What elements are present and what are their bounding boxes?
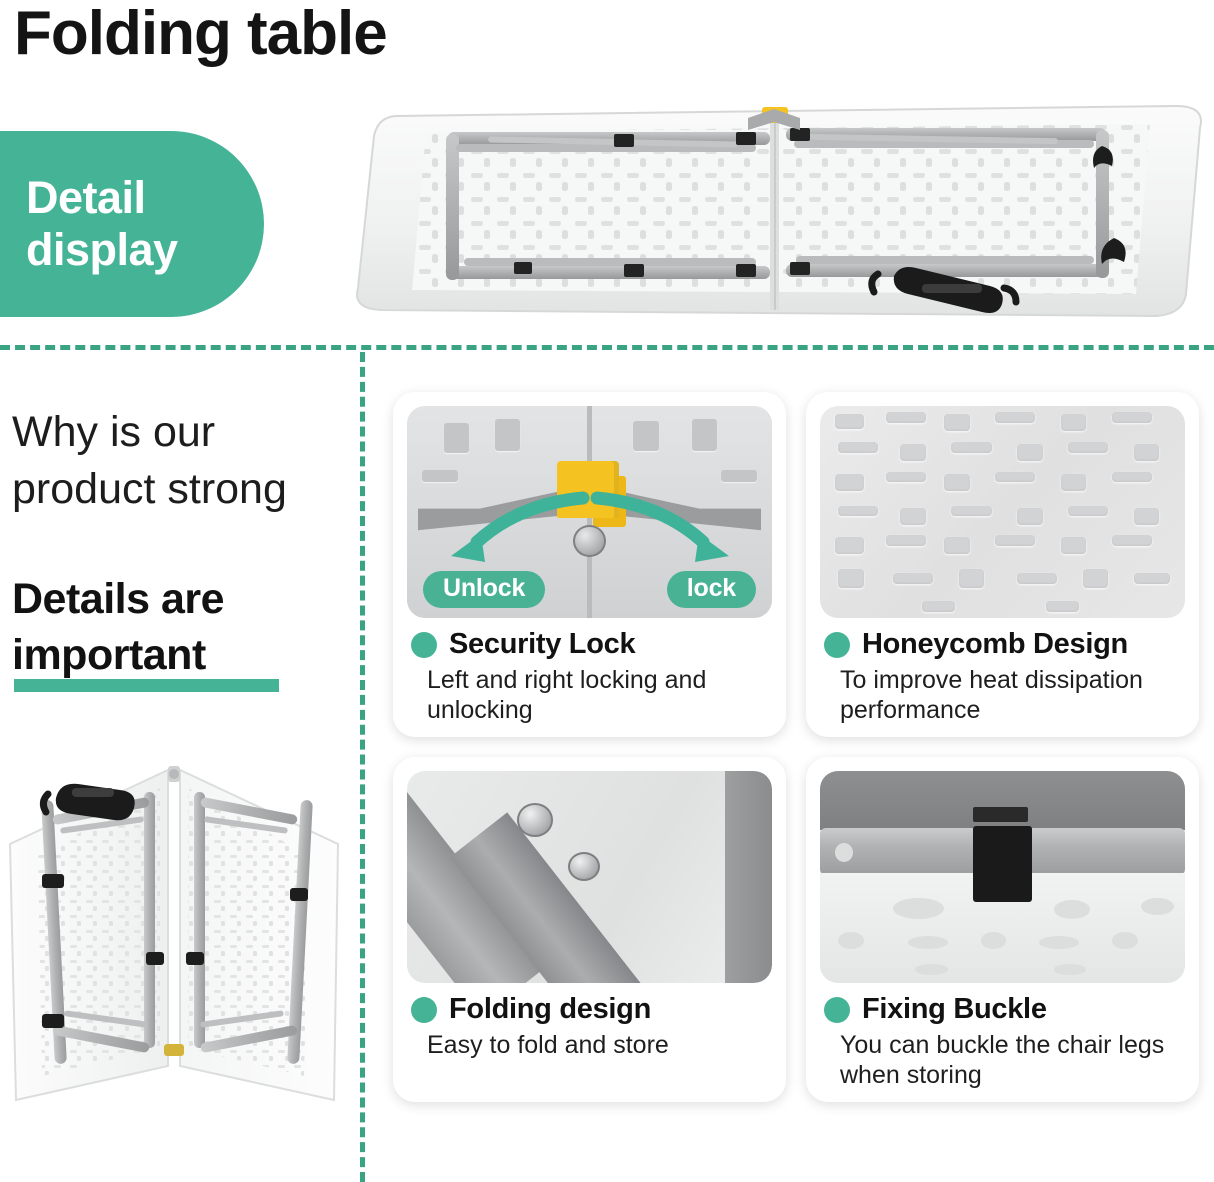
table-edge (724, 771, 772, 983)
feature-card-security-lock[interactable]: Unlock lock Security Lock Left and right… (393, 392, 786, 737)
card-description: Easy to fold and store (427, 1031, 669, 1059)
folded-table-illustration (8, 766, 340, 1102)
pill-lock: lock (666, 571, 756, 608)
lock-pivot-screw (573, 524, 606, 557)
divider-horizontal (0, 345, 1214, 350)
feature-card-fixing-buckle[interactable]: Fixing Buckle You can buckle the chair l… (806, 757, 1199, 1102)
details-important-block: Details are important (12, 572, 342, 692)
page-title: Folding table (14, 0, 388, 68)
divider-vertical (360, 352, 365, 1182)
bullet-dot-icon (824, 631, 850, 658)
card-description: To improve heat dissipation performance (840, 666, 1143, 724)
half-folded-table-photo (4, 748, 344, 1138)
why-strong-heading: Why is our product strong (12, 408, 287, 513)
bullet-dot-icon (411, 996, 437, 1023)
bullet-dot-icon (824, 996, 850, 1023)
details-underline-bar (14, 679, 279, 692)
security-lock-photo: Unlock lock (407, 406, 772, 618)
card-title: Fixing Buckle (862, 993, 1047, 1025)
card-description: You can buckle the chair legs when stori… (840, 1031, 1165, 1089)
card-title: Security Lock (449, 628, 636, 660)
card-heading-row: Security Lock (407, 628, 772, 661)
lock-state-pills: Unlock lock (407, 571, 772, 608)
details-important-heading: Details are important (12, 575, 225, 679)
pill-unlock: Unlock (423, 571, 546, 608)
card-heading-row: Folding design (407, 993, 772, 1026)
black-buckle-clip (973, 826, 1032, 903)
rivet-upper (516, 802, 553, 837)
honeycomb-photo (820, 406, 1185, 618)
rivet-lower (567, 851, 601, 882)
badge-line-1: Detail (26, 171, 146, 223)
card-heading-row: Honeycomb Design (820, 628, 1185, 661)
feature-card-folding-design[interactable]: Folding design Easy to fold and store (393, 757, 786, 1102)
card-heading-row: Fixing Buckle (820, 993, 1185, 1026)
feature-card-honeycomb-design[interactable]: Honeycomb Design To improve heat dissipa… (806, 392, 1199, 737)
hero-illustration (356, 104, 1202, 318)
folded-table-underside-photo (338, 98, 1214, 326)
bullet-dot-icon (411, 631, 437, 658)
detail-display-badge: Detail display (0, 131, 264, 317)
fixing-buckle-photo (820, 771, 1185, 983)
card-description: Left and right locking and unlocking (427, 666, 707, 724)
feature-card-grid: Unlock lock Security Lock Left and right… (393, 392, 1199, 1110)
folding-design-photo (407, 771, 772, 983)
lock-direction-arrows (451, 491, 729, 562)
buckle-tab (973, 807, 1029, 822)
yellow-lock-lever (556, 461, 619, 519)
badge-line-2: display (26, 224, 178, 275)
card-title: Honeycomb Design (862, 628, 1128, 660)
card-title: Folding design (449, 993, 652, 1025)
